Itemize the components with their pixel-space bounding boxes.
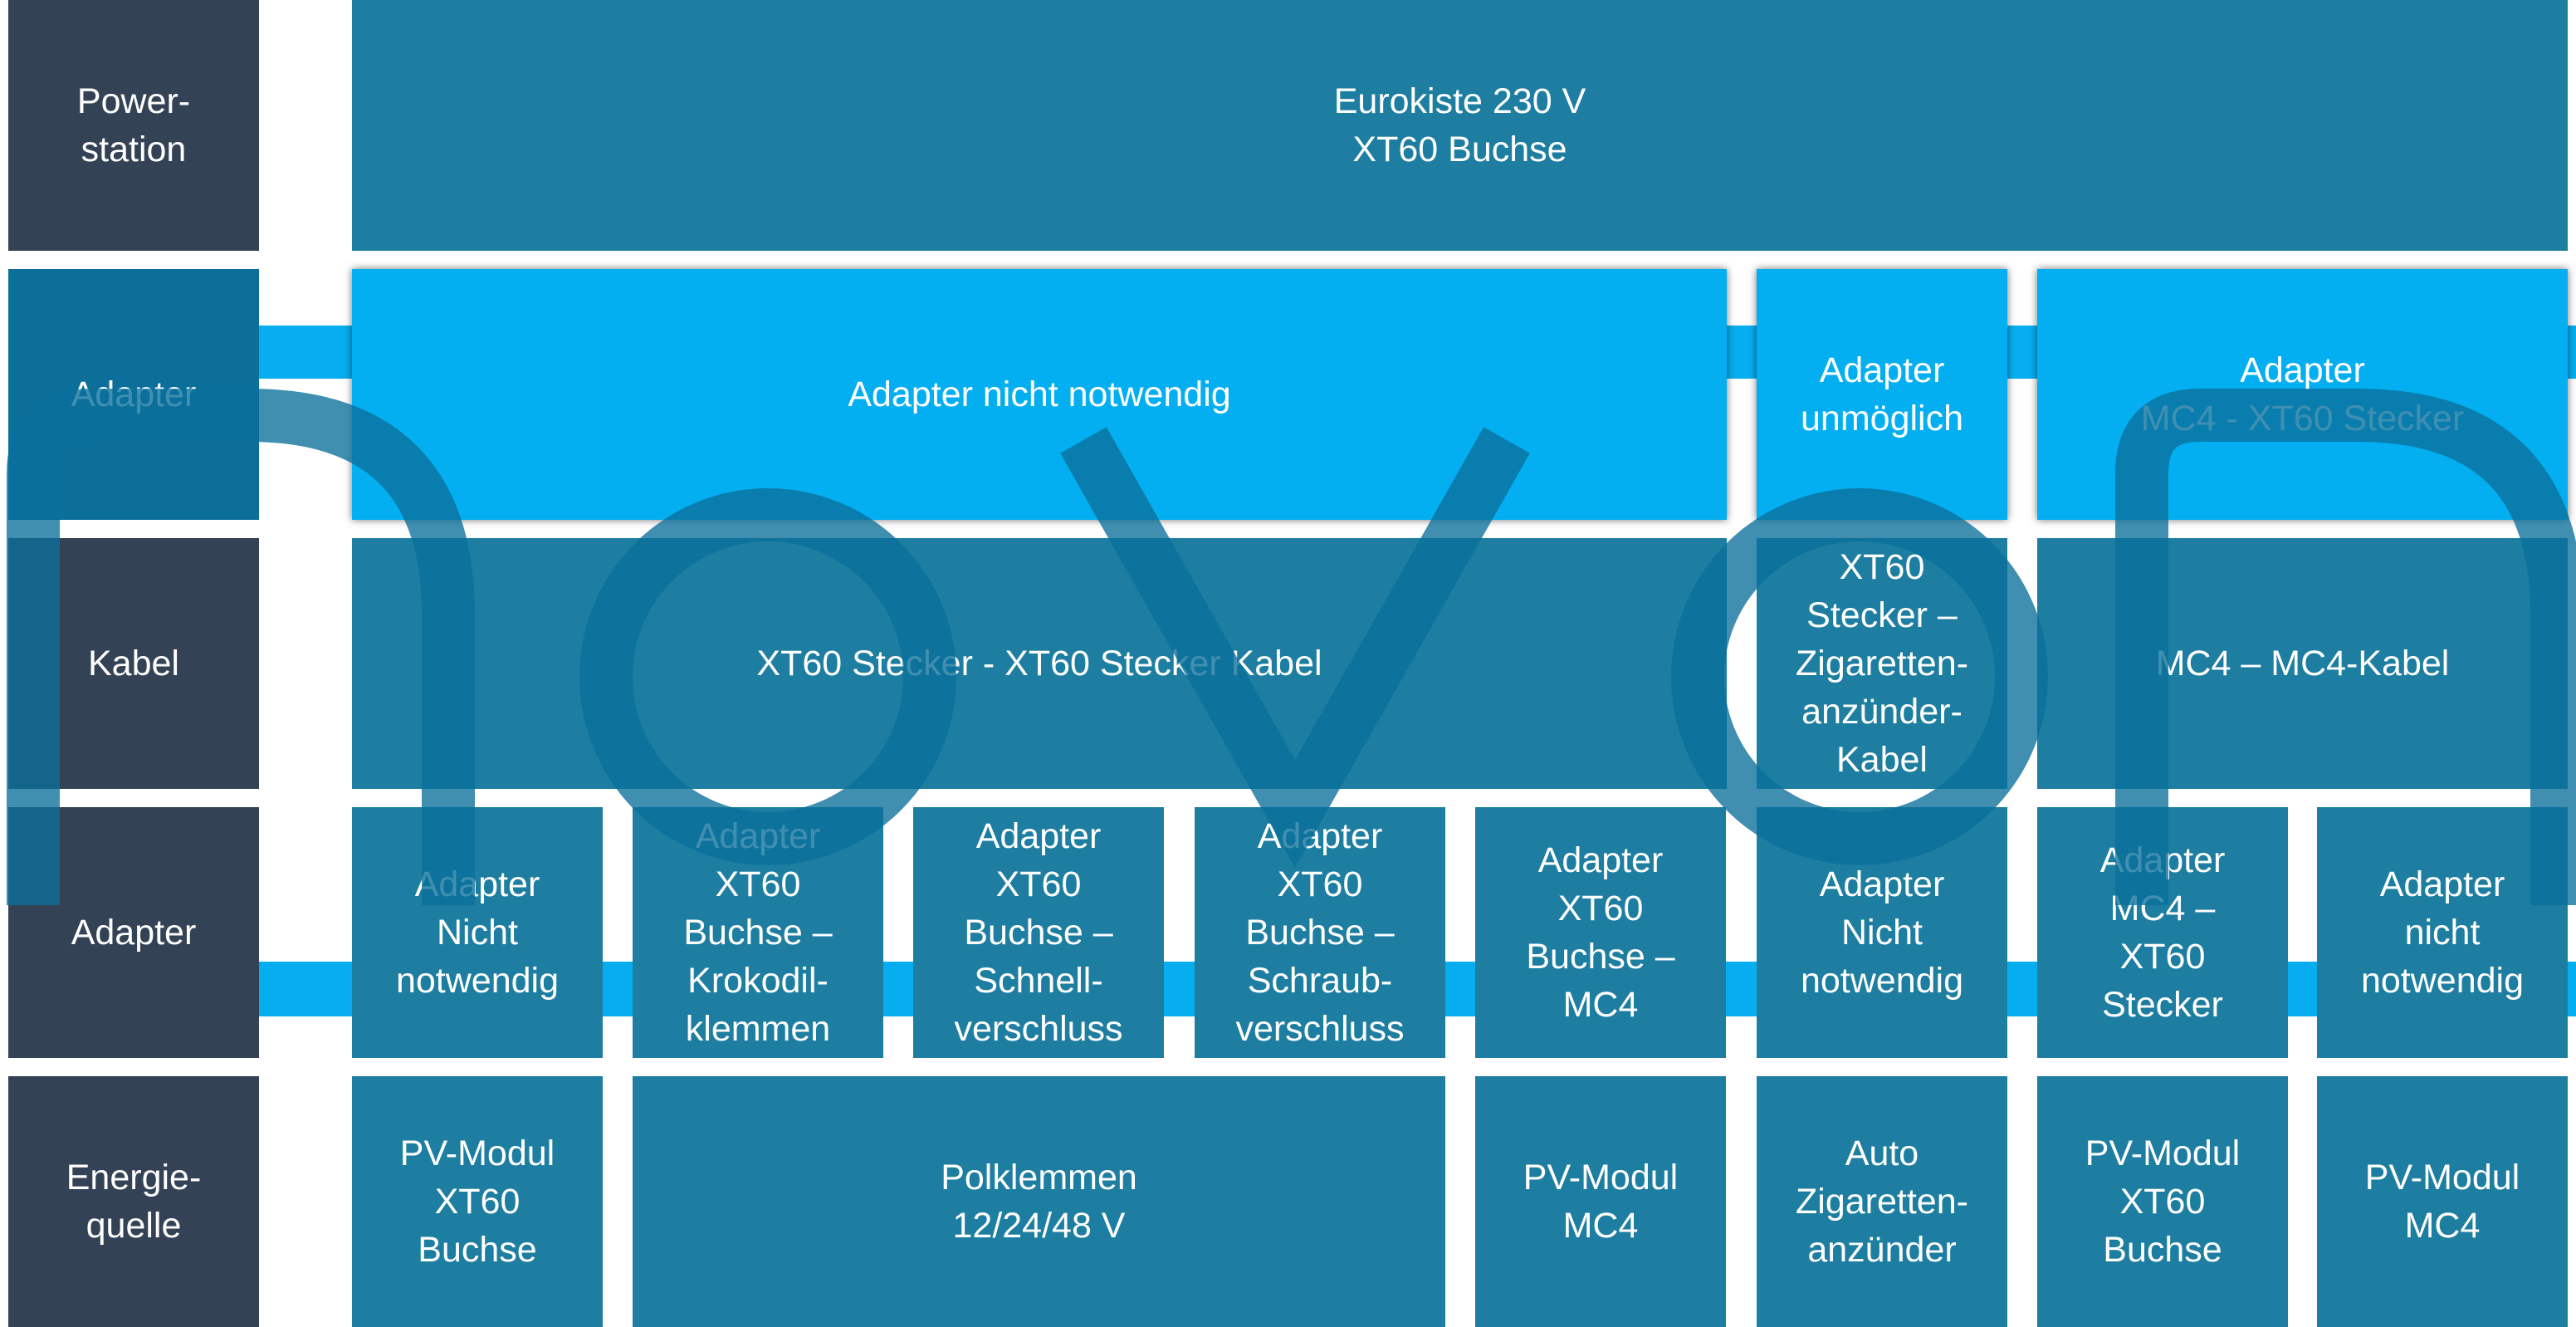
cell-adapter-xt60-schnellverschluss: Adapter XT60 Buchse – Schnell- verschlus… — [913, 807, 1164, 1058]
row-label-energiequelle: Energie- quelle — [8, 1076, 259, 1327]
row-label-adapter-bottom: Adapter — [8, 807, 259, 1058]
cell-adapter-nicht-notwendig: Adapter nicht notwendig — [352, 269, 1727, 520]
cell-adapter-xt60-krokodilklemmen: Adapter XT60 Buchse – Krokodil- klemmen — [633, 807, 883, 1058]
cell-adapter-mc4-xt60-stecker: Adapter MC4 - XT60 Stecker — [2037, 269, 2568, 520]
row-label-adapter-top: Adapter — [8, 269, 259, 520]
cell-auto-zigarettenanzuender: Auto Zigaretten- anzünder — [1757, 1076, 2007, 1327]
cell-xt60-xt60-kabel: XT60 Stecker - XT60 Stecker Kabel — [352, 538, 1727, 789]
cell-pv-modul-xt60-buchse-1: PV-Modul XT60 Buchse — [352, 1076, 603, 1327]
cell-mc4-mc4-kabel: MC4 – MC4-Kabel — [2037, 538, 2568, 789]
row-label-kabel: Kabel — [8, 538, 259, 789]
row-label-powerstation: Power- station — [8, 0, 259, 251]
cell-xt60-zigarettenanzuender-kabel: XT60 Stecker – Zigaretten- anzünder- Kab… — [1757, 538, 2007, 789]
cell-adapter-xt60-mc4: Adapter XT60 Buchse – MC4 — [1475, 807, 1726, 1058]
cell-adapter-nicht-notwendig-3: Adapter nicht notwendig — [2317, 807, 2568, 1058]
cell-pv-modul-mc4-2: PV-Modul MC4 — [2317, 1076, 2568, 1327]
cell-adapter-xt60-schraubverschluss: Adapter XT60 Buchse – Schraub- verschlus… — [1195, 807, 1445, 1058]
cell-adapter-unmoeglich: Adapter unmöglich — [1757, 269, 2007, 520]
cell-adapter-nicht-notwendig-2: Adapter Nicht notwendig — [1757, 807, 2007, 1058]
cell-adapter-nicht-notwendig-1: Adapter Nicht notwendig — [352, 807, 603, 1058]
cell-eurokiste-xt60-buchse: Eurokiste 230 V XT60 Buchse — [352, 0, 2568, 251]
cell-pv-modul-xt60-buchse-2: PV-Modul XT60 Buchse — [2037, 1076, 2288, 1327]
cell-pv-modul-mc4-1: PV-Modul MC4 — [1475, 1076, 1726, 1327]
cell-adapter-mc4-xt60-stecker: Adapter MC4 – XT60 Stecker — [2037, 807, 2288, 1058]
cell-polklemmen: Polklemmen 12/24/48 V — [633, 1076, 1445, 1327]
